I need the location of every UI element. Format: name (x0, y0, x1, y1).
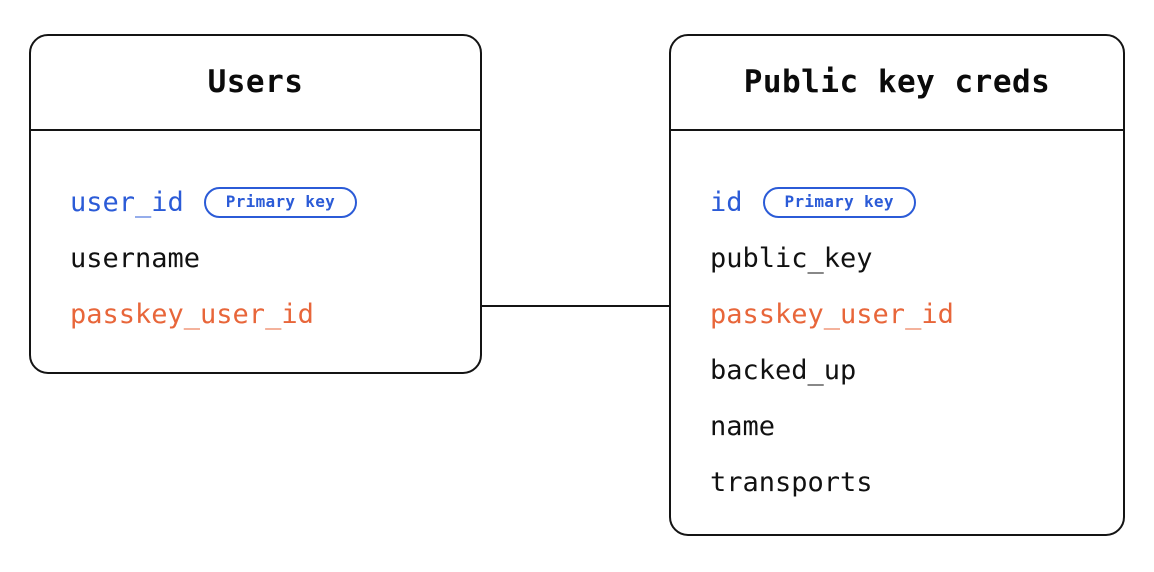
primary-key-badge-label: Primary key (225, 192, 336, 211)
relationship-connector-line (480, 305, 671, 307)
entity-users-field-list: user_id Primary key username passkey_use… (31, 131, 480, 342)
entity-public-key-creds[interactable]: Public key creds id Primary key public_k… (669, 34, 1125, 536)
entity-public-key-creds-header-divider (671, 129, 1123, 131)
field-name-backed-up: backed_up (710, 354, 857, 386)
field-row[interactable]: id Primary key (671, 174, 1123, 230)
primary-key-badge: Primary key (762, 186, 916, 218)
entity-public-key-creds-header: Public key creds (671, 36, 1123, 129)
field-name-passkey-user-id: passkey_user_id (70, 298, 314, 330)
field-row[interactable]: name (671, 398, 1123, 454)
field-name-id: id (710, 186, 743, 218)
field-name-username: username (70, 242, 201, 274)
entity-public-key-creds-field-list: id Primary key public_key passkey_user_i… (671, 131, 1123, 510)
field-row[interactable]: user_id Primary key (31, 174, 480, 230)
field-row[interactable]: passkey_user_id (671, 286, 1123, 342)
field-row[interactable]: backed_up (671, 342, 1123, 398)
entity-users-header-divider (31, 129, 480, 131)
entity-users-title: Users (207, 64, 304, 100)
field-name-user-id: user_id (70, 186, 184, 218)
entity-public-key-creds-title: Public key creds (743, 64, 1051, 100)
field-row[interactable]: public_key (671, 230, 1123, 286)
field-row[interactable]: passkey_user_id (31, 286, 480, 342)
entity-users-header: Users (31, 36, 480, 129)
field-name-public-key: public_key (710, 242, 873, 274)
primary-key-badge: Primary key (203, 186, 358, 218)
primary-key-badge-label: Primary key (784, 192, 894, 211)
field-row[interactable]: transports (671, 454, 1123, 510)
field-row[interactable]: username (31, 230, 480, 286)
field-name-passkey-user-id: passkey_user_id (710, 298, 954, 330)
entity-users[interactable]: Users user_id Primary key username passk… (29, 34, 482, 374)
field-name-name: name (710, 410, 776, 442)
field-name-transports: transports (710, 466, 873, 498)
